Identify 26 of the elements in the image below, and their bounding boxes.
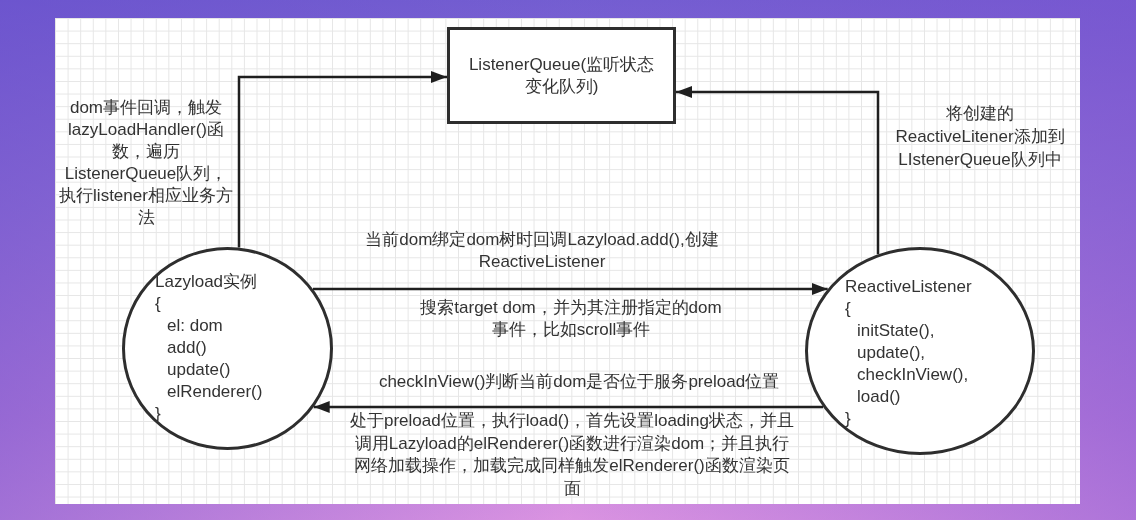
code-line: update() (167, 359, 231, 381)
code-line: { (845, 298, 851, 320)
code-line: checkInView(), (857, 364, 969, 386)
annotation-text: 搜索target dom，并为其注册指定的dom事件，比如scroll事件 (419, 297, 723, 341)
object-circle (805, 247, 1035, 455)
code-line: load() (857, 386, 901, 408)
process-box (447, 27, 676, 124)
annotation-text: checkInView()判断当前dom是否位于服务preload位置 (377, 371, 781, 393)
class-title: Lazyload实例 (155, 271, 258, 293)
code-line: el: dom (167, 315, 223, 337)
edge-label: 处于preload位置，执行load()，首先设置loading状态，并且调用Lazyload的elRenderer()函数进行渲染dom；并且执行网络加载操作，加载完成同样触发elRenderer()函数渲染页面 (350, 410, 794, 500)
code-line: update(), (857, 342, 926, 364)
arrow (237, 71, 447, 248)
edge-label: dom事件回调，触发lazyLoadHandler()函数，遍历ListenerQueue队列，执行listener相应业务方法 (58, 97, 234, 229)
edge-label: 将创建的ReactiveLitener添加到LIstenerQueue队列中 (894, 103, 1066, 171)
code-line: add() (167, 337, 207, 359)
code-line: initState(), (857, 320, 935, 342)
object-circle (122, 247, 333, 450)
arrow (313, 401, 824, 413)
code-line: { (155, 293, 161, 315)
code-line: } (845, 408, 851, 430)
node-label: ListenerQueue(监听状态变化队列) (467, 53, 656, 98)
arrow (312, 283, 828, 295)
class-title: ReactiveListener (845, 276, 972, 298)
code-line: elRenderer() (167, 381, 263, 403)
edge-label: 当前dom绑定dom树时回调Lazyload.add(),创建ReactiveListener (364, 229, 720, 273)
